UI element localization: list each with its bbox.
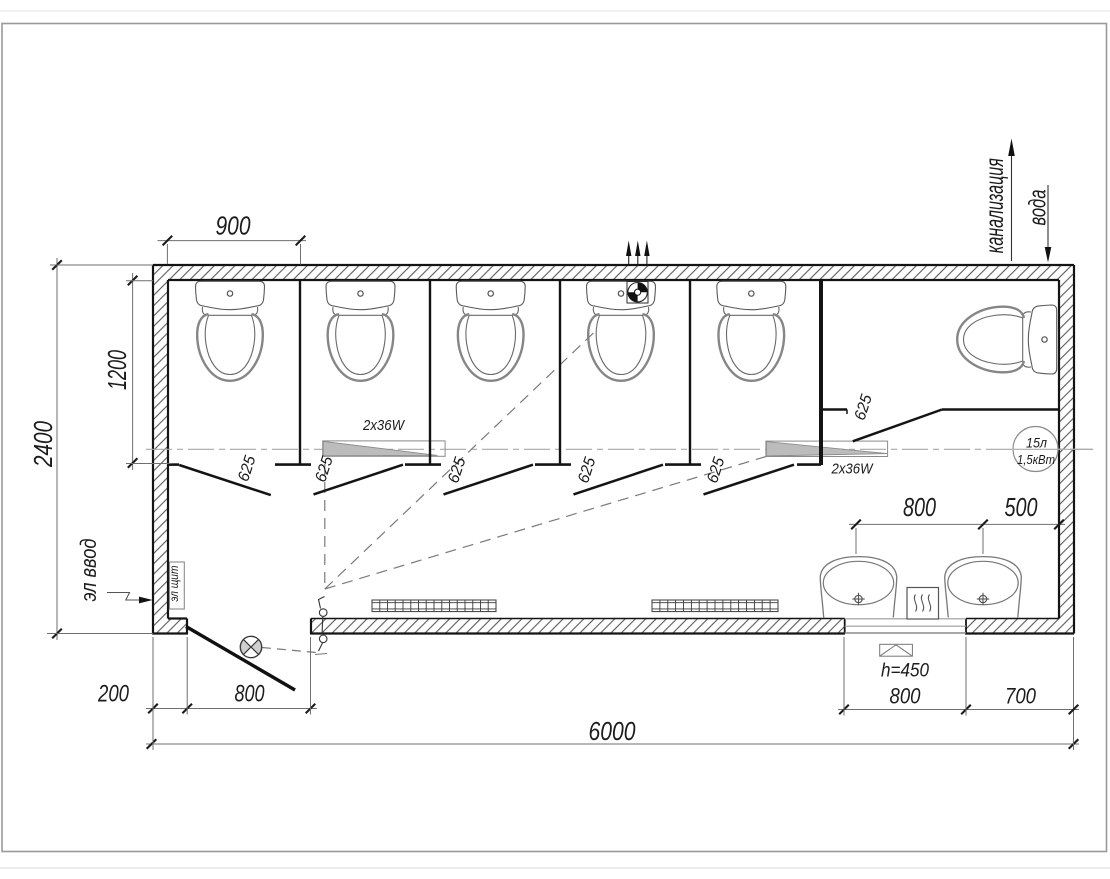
svg-text:2x36W: 2x36W xyxy=(362,417,405,434)
svg-text:500: 500 xyxy=(1005,492,1038,522)
svg-text:800: 800 xyxy=(890,684,922,709)
svg-text:2x36W: 2x36W xyxy=(831,461,874,478)
svg-text:вода: вода xyxy=(1024,190,1051,226)
svg-text:15л: 15л xyxy=(1026,435,1047,451)
svg-text:1200: 1200 xyxy=(102,350,132,390)
svg-text:1,5кВт: 1,5кВт xyxy=(1017,453,1055,467)
svg-text:6000: 6000 xyxy=(589,716,636,746)
svg-text:эл щит: эл щит xyxy=(169,565,181,601)
svg-text:h=450: h=450 xyxy=(881,660,929,682)
svg-text:канализация: канализация xyxy=(981,158,1009,253)
svg-text:700: 700 xyxy=(1005,684,1037,709)
svg-text:900: 900 xyxy=(216,211,251,241)
svg-text:800: 800 xyxy=(235,681,265,708)
svg-text:200: 200 xyxy=(97,681,129,708)
svg-text:эл ввод: эл ввод xyxy=(76,539,101,602)
svg-text:800: 800 xyxy=(903,492,936,522)
svg-text:2400: 2400 xyxy=(28,421,58,468)
